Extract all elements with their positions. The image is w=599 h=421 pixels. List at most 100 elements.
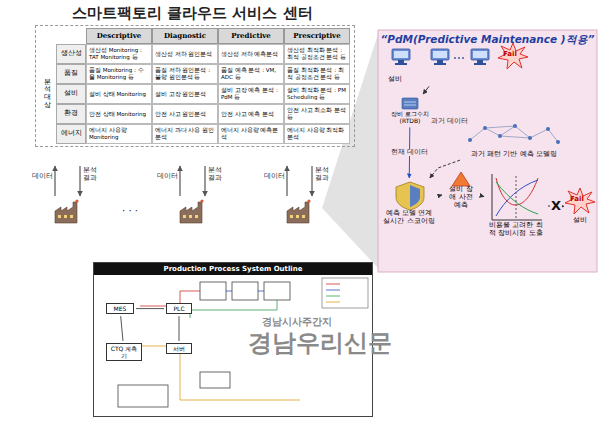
node-text: 생산성 최적화 분석 : 최적 공정조건 분석 등: [287, 47, 347, 60]
node-text: 안전 상태 Monitoring: [89, 111, 146, 118]
table-cell: 품질 예측 분석 : VM, ADC 등: [218, 64, 284, 84]
row-header: 생산성: [56, 44, 86, 64]
node-text: 에너지 과다 사용 원인분석: [155, 127, 215, 140]
node-text: Descriptive: [97, 32, 141, 40]
node-text: MES: [109, 305, 131, 312]
node-text: Diagnostic: [164, 32, 206, 40]
table-cell: 설비 최적화 분석 : PM Scheduling 등: [284, 84, 350, 104]
system-box: PLC: [166, 303, 192, 314]
flow-label: 분석 결과: [315, 166, 332, 182]
node-text: 비용을 고려한 최적 장비시점 도출: [488, 222, 544, 238]
system-box: MES: [106, 303, 134, 314]
node-text: 과거 패턴 기반 예측 모델링: [464, 150, 564, 158]
node-text: 분석 대상: [44, 79, 51, 110]
node-text: 예측 모델 연계 실시간 스코어링: [382, 210, 436, 226]
node-text: 설비 최적화 분석 : PM Scheduling 등: [287, 87, 347, 100]
table-cell: 설비 상태 Monitoring: [86, 84, 152, 104]
connector: [121, 316, 123, 341]
node-text: 생산성 Monitoring : TAT Monitoring 등: [89, 47, 149, 60]
failed-equipment: 설비: [566, 188, 594, 225]
table-cell: 설비 고장 원인분석: [152, 84, 218, 104]
node-text: 환경: [64, 110, 78, 118]
fail-mark: Fail: [570, 195, 592, 203]
equipment-group: 설비: [386, 45, 506, 84]
node-text: 서버: [169, 345, 189, 352]
column-header: Diagnostic: [152, 28, 218, 44]
row-header: 환경: [56, 104, 86, 124]
watermark: 경남우리신문: [248, 330, 408, 358]
alert-node: 설비 장애 사전예측: [444, 170, 478, 210]
system-box: 서버: [166, 343, 192, 354]
column-header: Descriptive: [86, 28, 152, 44]
connector: [423, 86, 429, 94]
node-text: 생산성: [61, 50, 82, 58]
node-text: 생산성 저하 원인분석: [155, 51, 213, 58]
node-text: 설비: [388, 75, 504, 83]
edge-label: X: [550, 199, 562, 213]
scoring-node: 예측 모델 연계 실시간 스코어링: [380, 180, 438, 227]
system-box: CTQ 계측기: [106, 343, 142, 361]
watermark: 경남시사주간지: [262, 316, 372, 328]
edge-label: 과거 데이터: [430, 118, 469, 125]
table-cell: 생산성 저하 예측분석: [218, 44, 284, 64]
node-text: 에너지 사용량 최적화 분석: [287, 127, 347, 140]
node-text: 설비 장애 사전예측: [446, 186, 476, 209]
flow-label: 데이터: [259, 172, 285, 180]
node-text: 에너지: [61, 130, 82, 138]
node-text: Predictive: [231, 32, 271, 40]
table-cell: 품질 저하 원인분석 : 불량 원인분석 등: [152, 64, 218, 84]
row-header: 에너지: [56, 124, 86, 144]
node-text: 설비 고장 예측 분석 : PdM 등: [221, 87, 281, 100]
table-cell: 안전 사고 예측 분석: [218, 104, 284, 124]
panel-title: “PdM(Predictive Maintenance )적용”: [378, 30, 597, 47]
node-text: 품질: [64, 70, 78, 78]
table-panel: 분석 대상 Descriptive Diagnostic Predictive Pres…: [38, 4, 352, 144]
connector: [440, 194, 442, 196]
table-cell: 안전 상태 Monitoring: [86, 104, 152, 124]
column-header: Predictive: [218, 28, 284, 44]
row-header: 설비: [56, 84, 86, 104]
node-text: 품질 저하 원인분석 : 불량 원인분석 등: [155, 67, 215, 80]
node-text: 안전 사고 예측 분석: [221, 111, 274, 118]
node-text: 품질 최적화 분석 : 최적 공정조건 분석 등: [287, 67, 347, 80]
node-text: PLC: [169, 305, 189, 312]
node-text: 장비 로그수치 (RTDB): [386, 110, 434, 124]
node-text: 에너지 사용량 예측분석: [221, 127, 281, 140]
table-cell: 품질 Monitoring : 수율 Monitoring 등: [86, 64, 152, 84]
flow-label: 데이터: [27, 172, 53, 180]
node-text: 안전 사고 최소화 분석 등: [287, 107, 347, 120]
table-cell: 품질 최적화 분석 : 최적 공정조건 분석 등: [284, 64, 350, 84]
axis-label: 분석 대상: [38, 44, 56, 144]
table-cell: 에너지 사용량 예측분석: [218, 124, 284, 144]
table-cell: 설비 고장 예측 분석 : PdM 등: [218, 84, 284, 104]
table-cell: 생산성 최적화 분석 : 최적 공정조건 분석 등: [284, 44, 350, 64]
table-cell: 에너지 과다 사용 원인분석: [152, 124, 218, 144]
edge-label: 현재 데이터: [390, 149, 429, 156]
node-text: CTQ 계측기: [109, 345, 139, 359]
ellipsis: · · ·: [110, 205, 150, 217]
connector: [136, 308, 164, 309]
node-text: 설비: [568, 216, 592, 224]
node-text: 설비 고장 원인분석: [155, 91, 207, 98]
node-text: 생산성 저하 예측분석: [221, 51, 279, 58]
node-text: Prescriptive: [293, 32, 340, 40]
connector: [179, 316, 180, 341]
flow-label: 분석 결과: [208, 166, 225, 182]
node-text: 품질 예측 분석 : VM, ADC 등: [221, 67, 281, 80]
panel-title: 스마트팩토리 클라우드 서비스 센터: [38, 4, 352, 23]
table-cell: 생산성 저하 원인분석: [152, 44, 218, 64]
node-text: 품질 Monitoring : 수율 Monitoring 등: [89, 67, 149, 80]
table-cell: 안전 사고 원인분석: [152, 104, 218, 124]
connector: [430, 160, 460, 178]
node-text: 안전 사고 원인분석: [155, 111, 207, 118]
flow-label: 데이터: [152, 172, 178, 180]
cost-chart-node: 비용을 고려한 최적 장비시점 도출: [486, 172, 546, 239]
node-text: 에너지 사용량 Monitoring: [89, 127, 149, 140]
rtdb-node: 장비 로그수치 (RTDB): [384, 96, 436, 125]
node-text: 설비: [64, 90, 78, 98]
model-node: 과거 패턴 기반 예측 모델링: [462, 122, 566, 159]
flow-label: 분석 결과: [83, 166, 100, 182]
fail-mark: Fail: [503, 50, 525, 58]
table-cell: 생산성 Monitoring : TAT Monitoring 등: [86, 44, 152, 64]
node-text: 설비 상태 Monitoring: [89, 91, 146, 98]
